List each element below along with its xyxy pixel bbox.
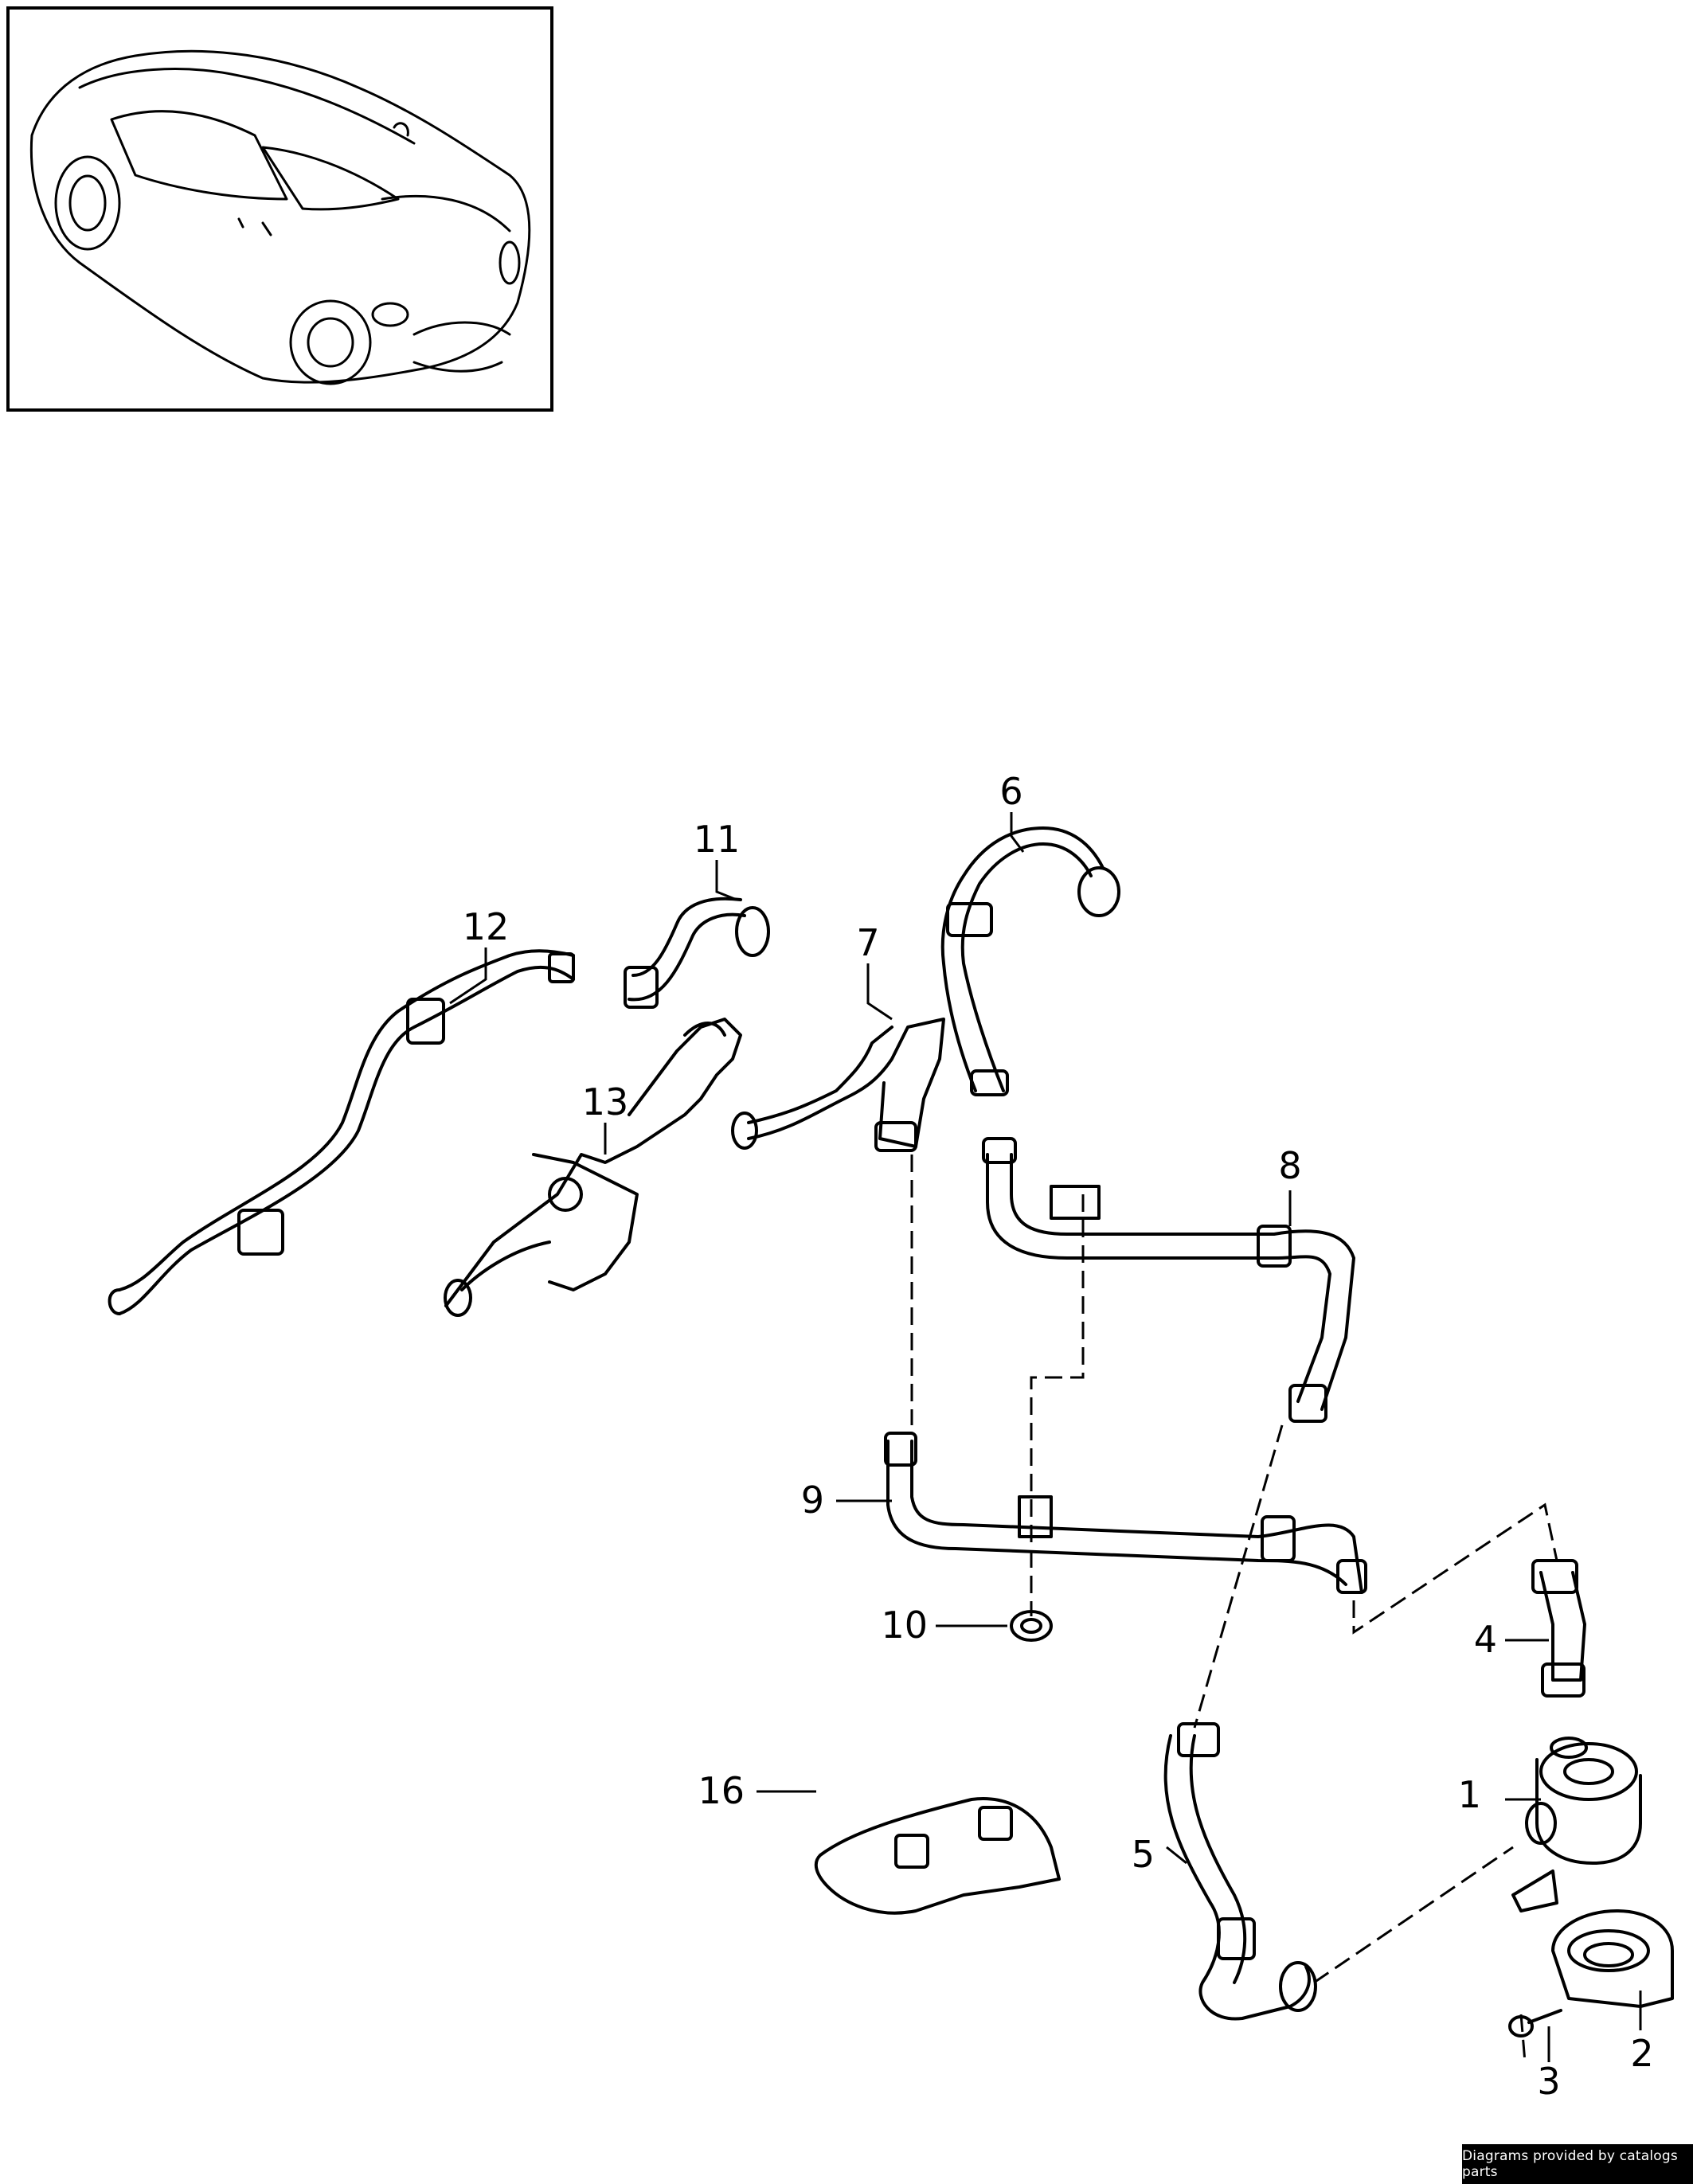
part-13-valve xyxy=(444,1018,742,1317)
callout-10: 10 xyxy=(881,1604,928,1647)
part-7-hose xyxy=(731,1018,945,1152)
callout-9: 9 xyxy=(801,1479,824,1522)
car-inset xyxy=(6,6,553,412)
callout-3: 3 xyxy=(1537,2060,1560,2103)
part-8-hose xyxy=(982,1137,1355,1423)
callout-6: 6 xyxy=(999,770,1022,813)
callout-13: 13 xyxy=(582,1080,629,1123)
callouts: 1 2 3 4 5 6 7 8 9 10 11 12 13 16 xyxy=(463,770,1654,2103)
callout-5: 5 xyxy=(1132,1833,1155,1876)
part-16-cover xyxy=(814,1797,1061,1915)
part-6-hose xyxy=(940,826,1120,1096)
part-5-hose xyxy=(1163,1722,1317,2021)
callout-4: 4 xyxy=(1474,1618,1497,1661)
callout-2: 2 xyxy=(1630,2032,1653,2075)
callout-16: 16 xyxy=(698,1769,745,1812)
part-3-screw xyxy=(1508,2009,1562,2037)
leader-lines xyxy=(449,812,1642,2062)
callout-11: 11 xyxy=(694,818,741,861)
connection-lines xyxy=(910,1155,1558,2063)
part-9-hose xyxy=(884,1432,1367,1594)
hoses-and-parts xyxy=(108,826,1674,2037)
callout-7: 7 xyxy=(856,921,879,964)
car-thumbnail xyxy=(29,49,531,385)
part-4-hose xyxy=(1531,1559,1586,1698)
part-2-bracket xyxy=(1551,1909,1674,2008)
callout-1: 1 xyxy=(1458,1773,1481,1816)
credit-text: Diagrams provided by catalogs parts xyxy=(1462,2148,1678,2180)
part-1-pump xyxy=(1511,1737,1642,1912)
part-11-hose xyxy=(624,897,770,1009)
credit-banner: Diagrams provided by catalogs parts xyxy=(1462,2144,1693,2184)
callout-8: 8 xyxy=(1278,1144,1301,1187)
part-12-hose xyxy=(108,949,575,1315)
callout-12: 12 xyxy=(463,905,510,948)
